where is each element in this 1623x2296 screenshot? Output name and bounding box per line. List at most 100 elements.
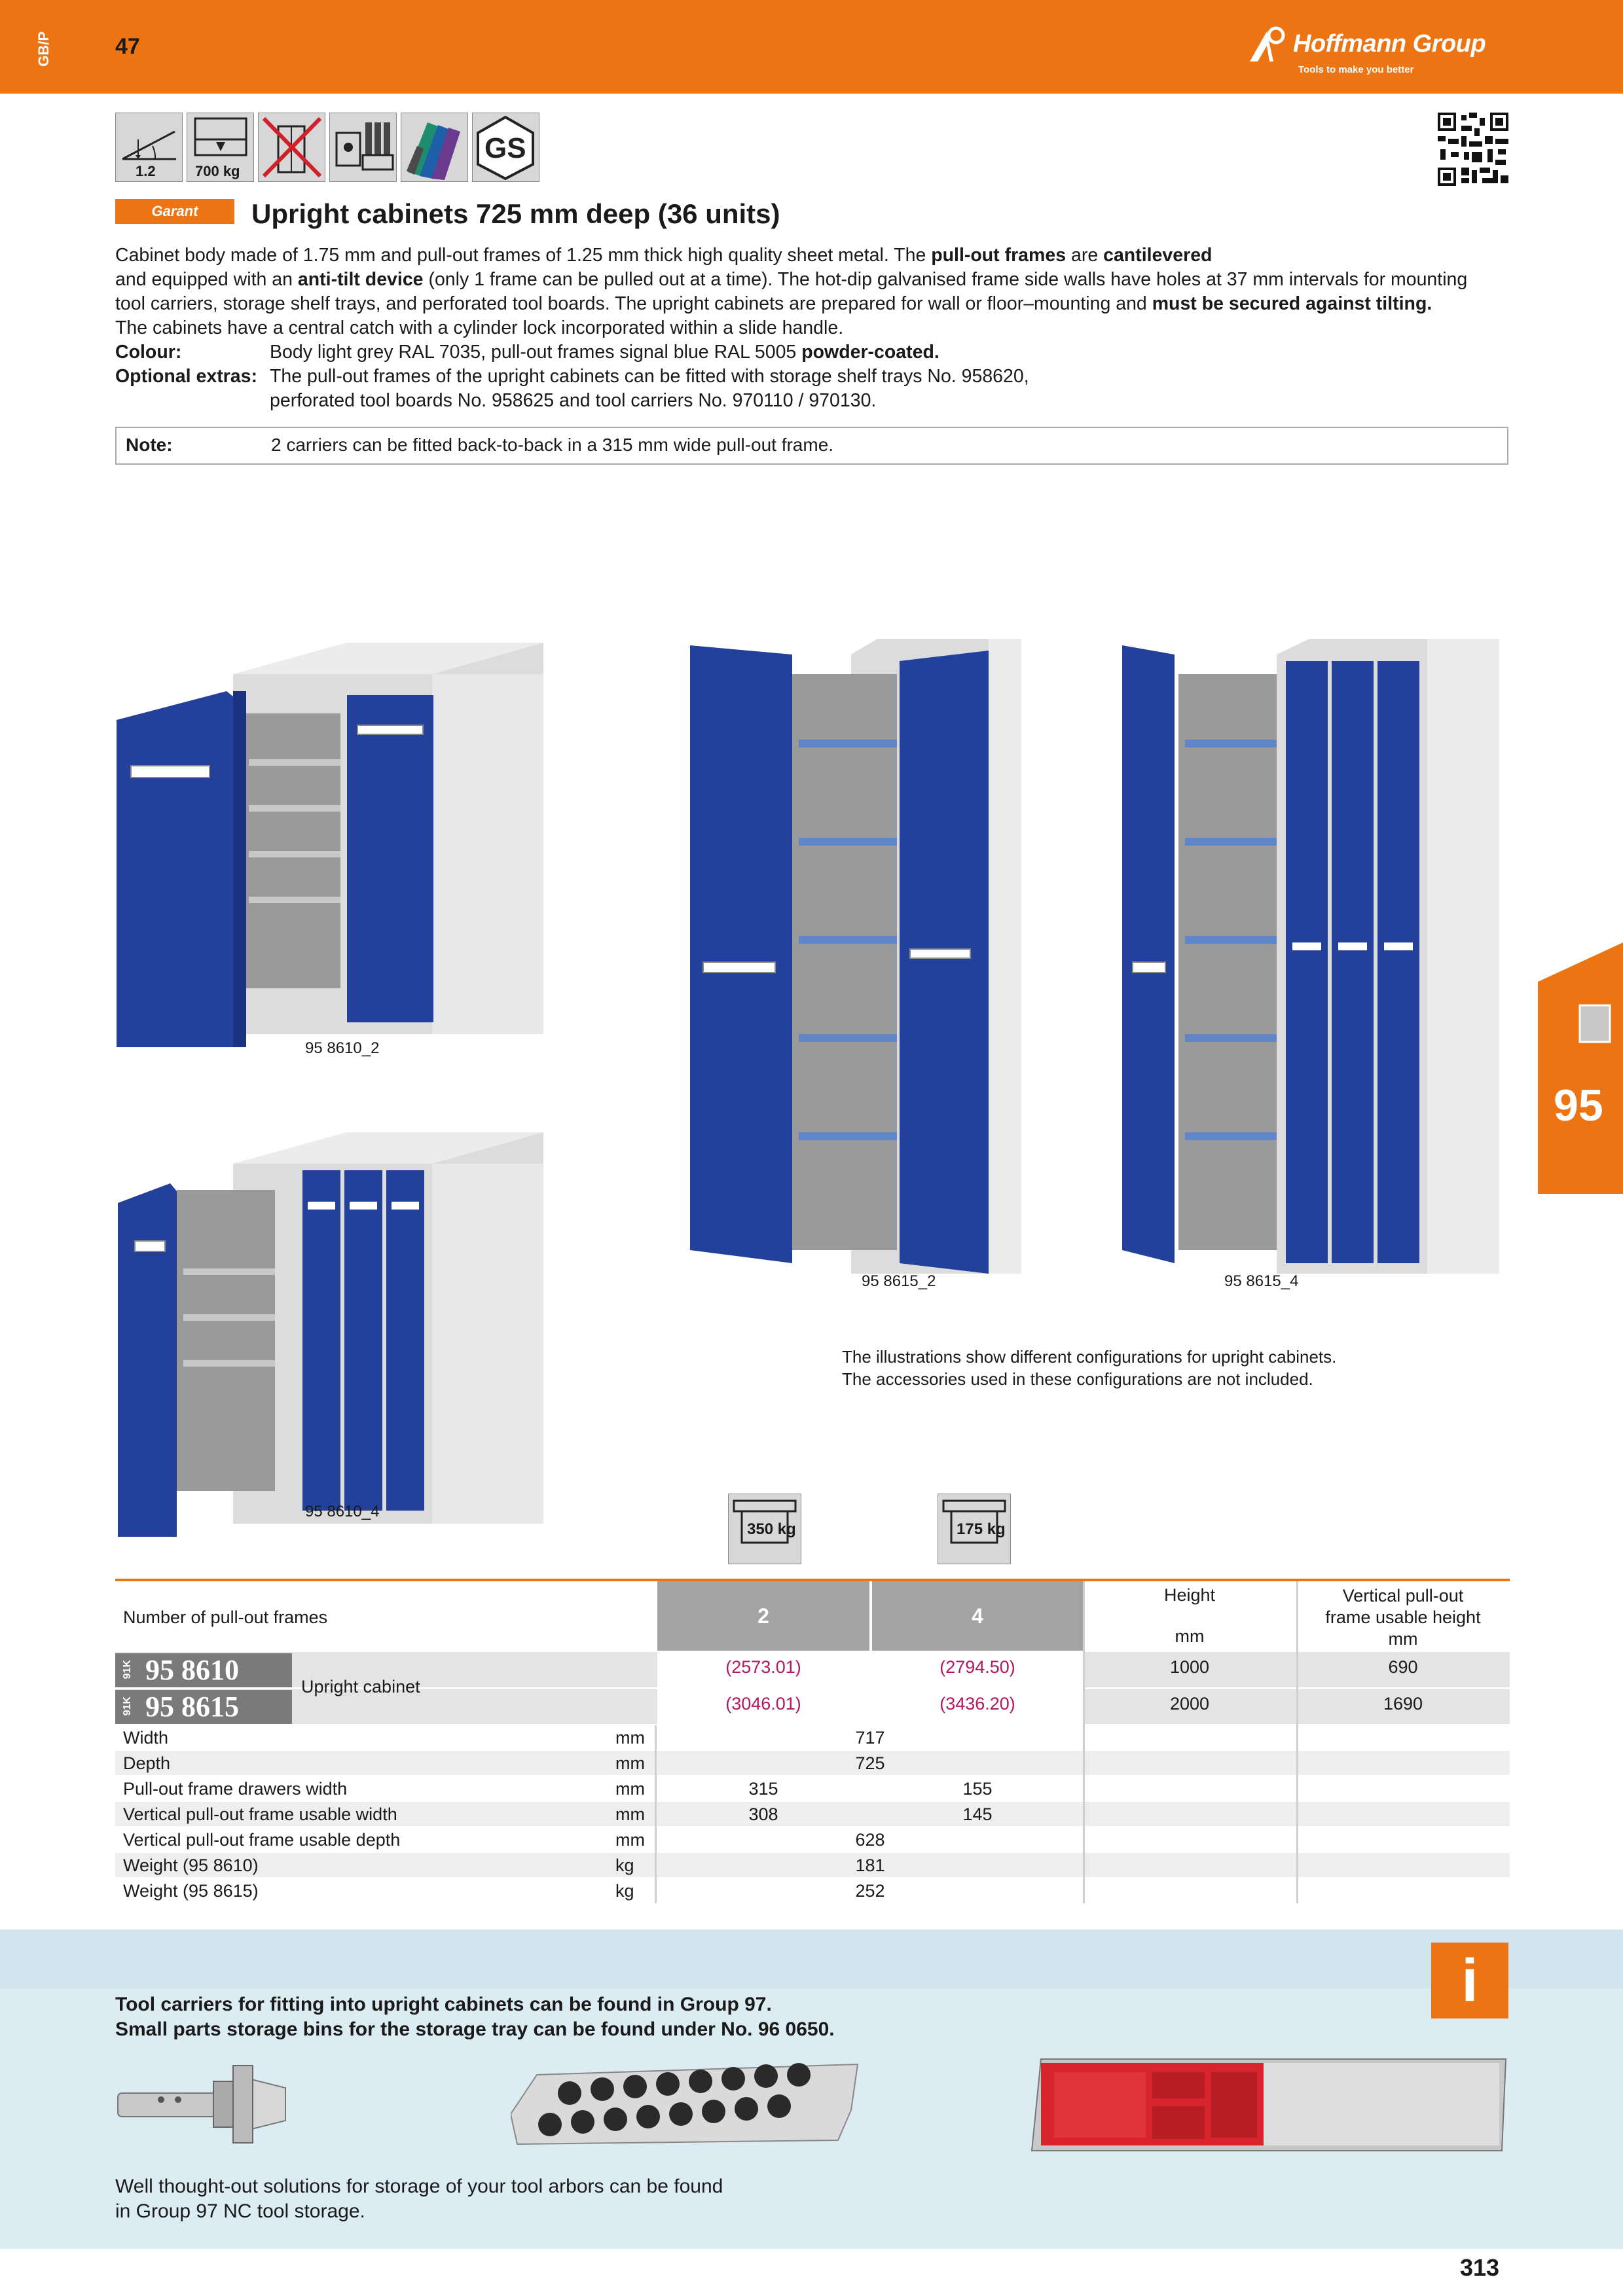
tool-carrier-image — [511, 2063, 859, 2145]
spec-label: Weight (95 8610) — [123, 1856, 259, 1875]
logo-tagline: Tools to make you better — [1298, 64, 1414, 75]
vert-height-958610: 690 — [1388, 1657, 1418, 1677]
table-row — [115, 1725, 1510, 1749]
extras-label: Optional extras: — [115, 366, 257, 387]
product-description: Cabinet body made of 1.75 mm and pull-ou… — [115, 243, 1510, 413]
hoffmann-logo[interactable]: Hoffmann Group Tools to make you better — [1247, 26, 1509, 79]
desc-line-2: and equipped with an anti-tilt device (o… — [115, 269, 1468, 290]
cabinet-958610-2-image — [117, 643, 543, 1047]
product-prefix-1: 91K — [122, 1660, 133, 1679]
storage-tray-image — [1030, 2058, 1507, 2151]
load-175kg-icon: 175 kg — [938, 1494, 1011, 1564]
spec-unit: kg — [615, 1881, 634, 1901]
load-175kg-label: 175 kg — [957, 1520, 1006, 1538]
spec-unit: mm — [615, 1804, 645, 1824]
table-row — [115, 1776, 1510, 1801]
table-divider — [1296, 1581, 1298, 1903]
table-row — [115, 1751, 1510, 1775]
note-label: Note: — [126, 435, 173, 455]
load-350kg-icon: 350 kg — [728, 1494, 801, 1564]
spec-value: 725 — [855, 1753, 885, 1773]
table-row — [115, 1802, 1510, 1826]
side-code: GB/P — [35, 31, 52, 67]
product-row-divider — [115, 1687, 1510, 1689]
colour-row: Colour: Body light grey RAL 7035, pull-o… — [115, 340, 1510, 365]
table-divider — [655, 1725, 657, 1903]
spec-value: 308 — [748, 1804, 778, 1824]
colour-text: Body light grey RAL 7035, pull-out frame… — [270, 342, 939, 363]
cabinet-958615-4-image — [1122, 639, 1499, 1274]
vertical-height-header: Vertical pull-out frame usable height mm — [1325, 1586, 1481, 1649]
image-caption-958615-4: 95 8615_4 — [1224, 1272, 1299, 1290]
page-number: 313 — [1460, 2254, 1500, 2281]
cabinet-958610-4-image — [118, 1132, 543, 1537]
extras-text: The pull-out frames of the upright cabin… — [270, 366, 1029, 411]
group-side-tab[interactable] — [1538, 942, 1623, 1194]
info-text: Tool carriers for fitting into upright c… — [115, 1994, 835, 2040]
anti-tilt-icon — [258, 113, 325, 182]
spec-value: 717 — [855, 1728, 885, 1748]
spec-value: 315 — [748, 1779, 778, 1799]
cabinet-958615-2-image — [690, 639, 1021, 1274]
page-title: Upright cabinets 725 mm deep (36 units) — [251, 198, 780, 229]
price-958615-2: (3046.01) — [725, 1694, 801, 1713]
extras-row: Optional extras: The pull-out frames of … — [115, 365, 1510, 413]
height-958615: 2000 — [1169, 1694, 1210, 1713]
load-350kg-label: 350 kg — [747, 1520, 796, 1538]
spec-label: Pull-out frame drawers width — [123, 1779, 348, 1799]
desc-line-3: tool carriers, storage shelf trays, and … — [115, 293, 1432, 314]
product-number-958610[interactable]: 95 8610 — [145, 1654, 239, 1686]
side-tab-number: 95 — [1554, 1081, 1603, 1130]
spec-unit: mm — [615, 1830, 645, 1850]
logo-name: Hoffmann Group — [1293, 30, 1486, 58]
info-box-top-band — [0, 1929, 1623, 1988]
note-text: 2 carriers can be fitted back-to-back in… — [271, 435, 834, 455]
col-header-4: 4 — [872, 1581, 1083, 1651]
height-header: Height mm — [1163, 1585, 1216, 1646]
svg-text:GS: GS — [484, 132, 526, 164]
spec-label: Vertical pull-out frame usable width — [123, 1804, 397, 1824]
vert-height-958615: 1690 — [1383, 1694, 1423, 1713]
logo-mark-icon — [1250, 26, 1285, 62]
product-958610-number-box — [115, 1653, 292, 1687]
price-958610-4: (2794.50) — [939, 1657, 1015, 1677]
price-958610-2: (2573.01) — [725, 1657, 801, 1677]
tilt-icon: 1.2 — [115, 113, 183, 182]
table-top-rule — [115, 1579, 1510, 1581]
colour-label: Colour: — [115, 342, 182, 363]
spec-value: 145 — [962, 1804, 993, 1824]
spec-label: Depth — [123, 1753, 171, 1773]
table-row — [115, 1853, 1510, 1877]
product-958615-number-box — [115, 1690, 292, 1724]
load-capacity-label: 700 kg — [195, 163, 240, 179]
tilt-label: 1.2 — [136, 163, 156, 179]
spec-value: 181 — [855, 1856, 885, 1875]
spec-unit: kg — [615, 1856, 634, 1875]
image-caption-958615-2: 95 8615_2 — [862, 1272, 936, 1290]
price-958615-4: (3436.20) — [939, 1694, 1015, 1713]
spec-value: 155 — [962, 1779, 993, 1799]
spec-value: 252 — [855, 1881, 885, 1901]
table-divider — [1083, 1581, 1085, 1903]
image-caption-958610-2: 95 8610_2 — [305, 1039, 380, 1057]
product-number-958615[interactable]: 95 8615 — [145, 1691, 239, 1723]
col-header-2: 2 — [657, 1581, 869, 1651]
table-header-label: Number of pull-out frames — [123, 1607, 328, 1627]
colour-swatch-icon — [401, 113, 468, 182]
table-row — [115, 1878, 1510, 1903]
spec-label: Width — [123, 1728, 169, 1748]
spec-unit: mm — [615, 1728, 645, 1748]
height-958610: 1000 — [1169, 1657, 1210, 1677]
qr-code[interactable] — [1438, 113, 1508, 186]
spec-value: 628 — [855, 1830, 885, 1850]
info-text-arbors: Well thought-out solutions for storage o… — [115, 2176, 723, 2222]
info-icon: i — [1431, 1943, 1508, 2018]
lock-icon — [329, 113, 397, 182]
garant-brand-badge: Garant — [115, 199, 234, 224]
group-number: 47 — [115, 34, 140, 59]
image-caption-958610-4: 95 8610_4 — [305, 1503, 380, 1520]
product-prefix-2: 91K — [122, 1696, 133, 1716]
spec-label: Vertical pull-out frame usable depth — [123, 1830, 401, 1850]
spec-unit: mm — [615, 1779, 645, 1799]
illustration-note: The illustrations show different configu… — [842, 1347, 1337, 1389]
